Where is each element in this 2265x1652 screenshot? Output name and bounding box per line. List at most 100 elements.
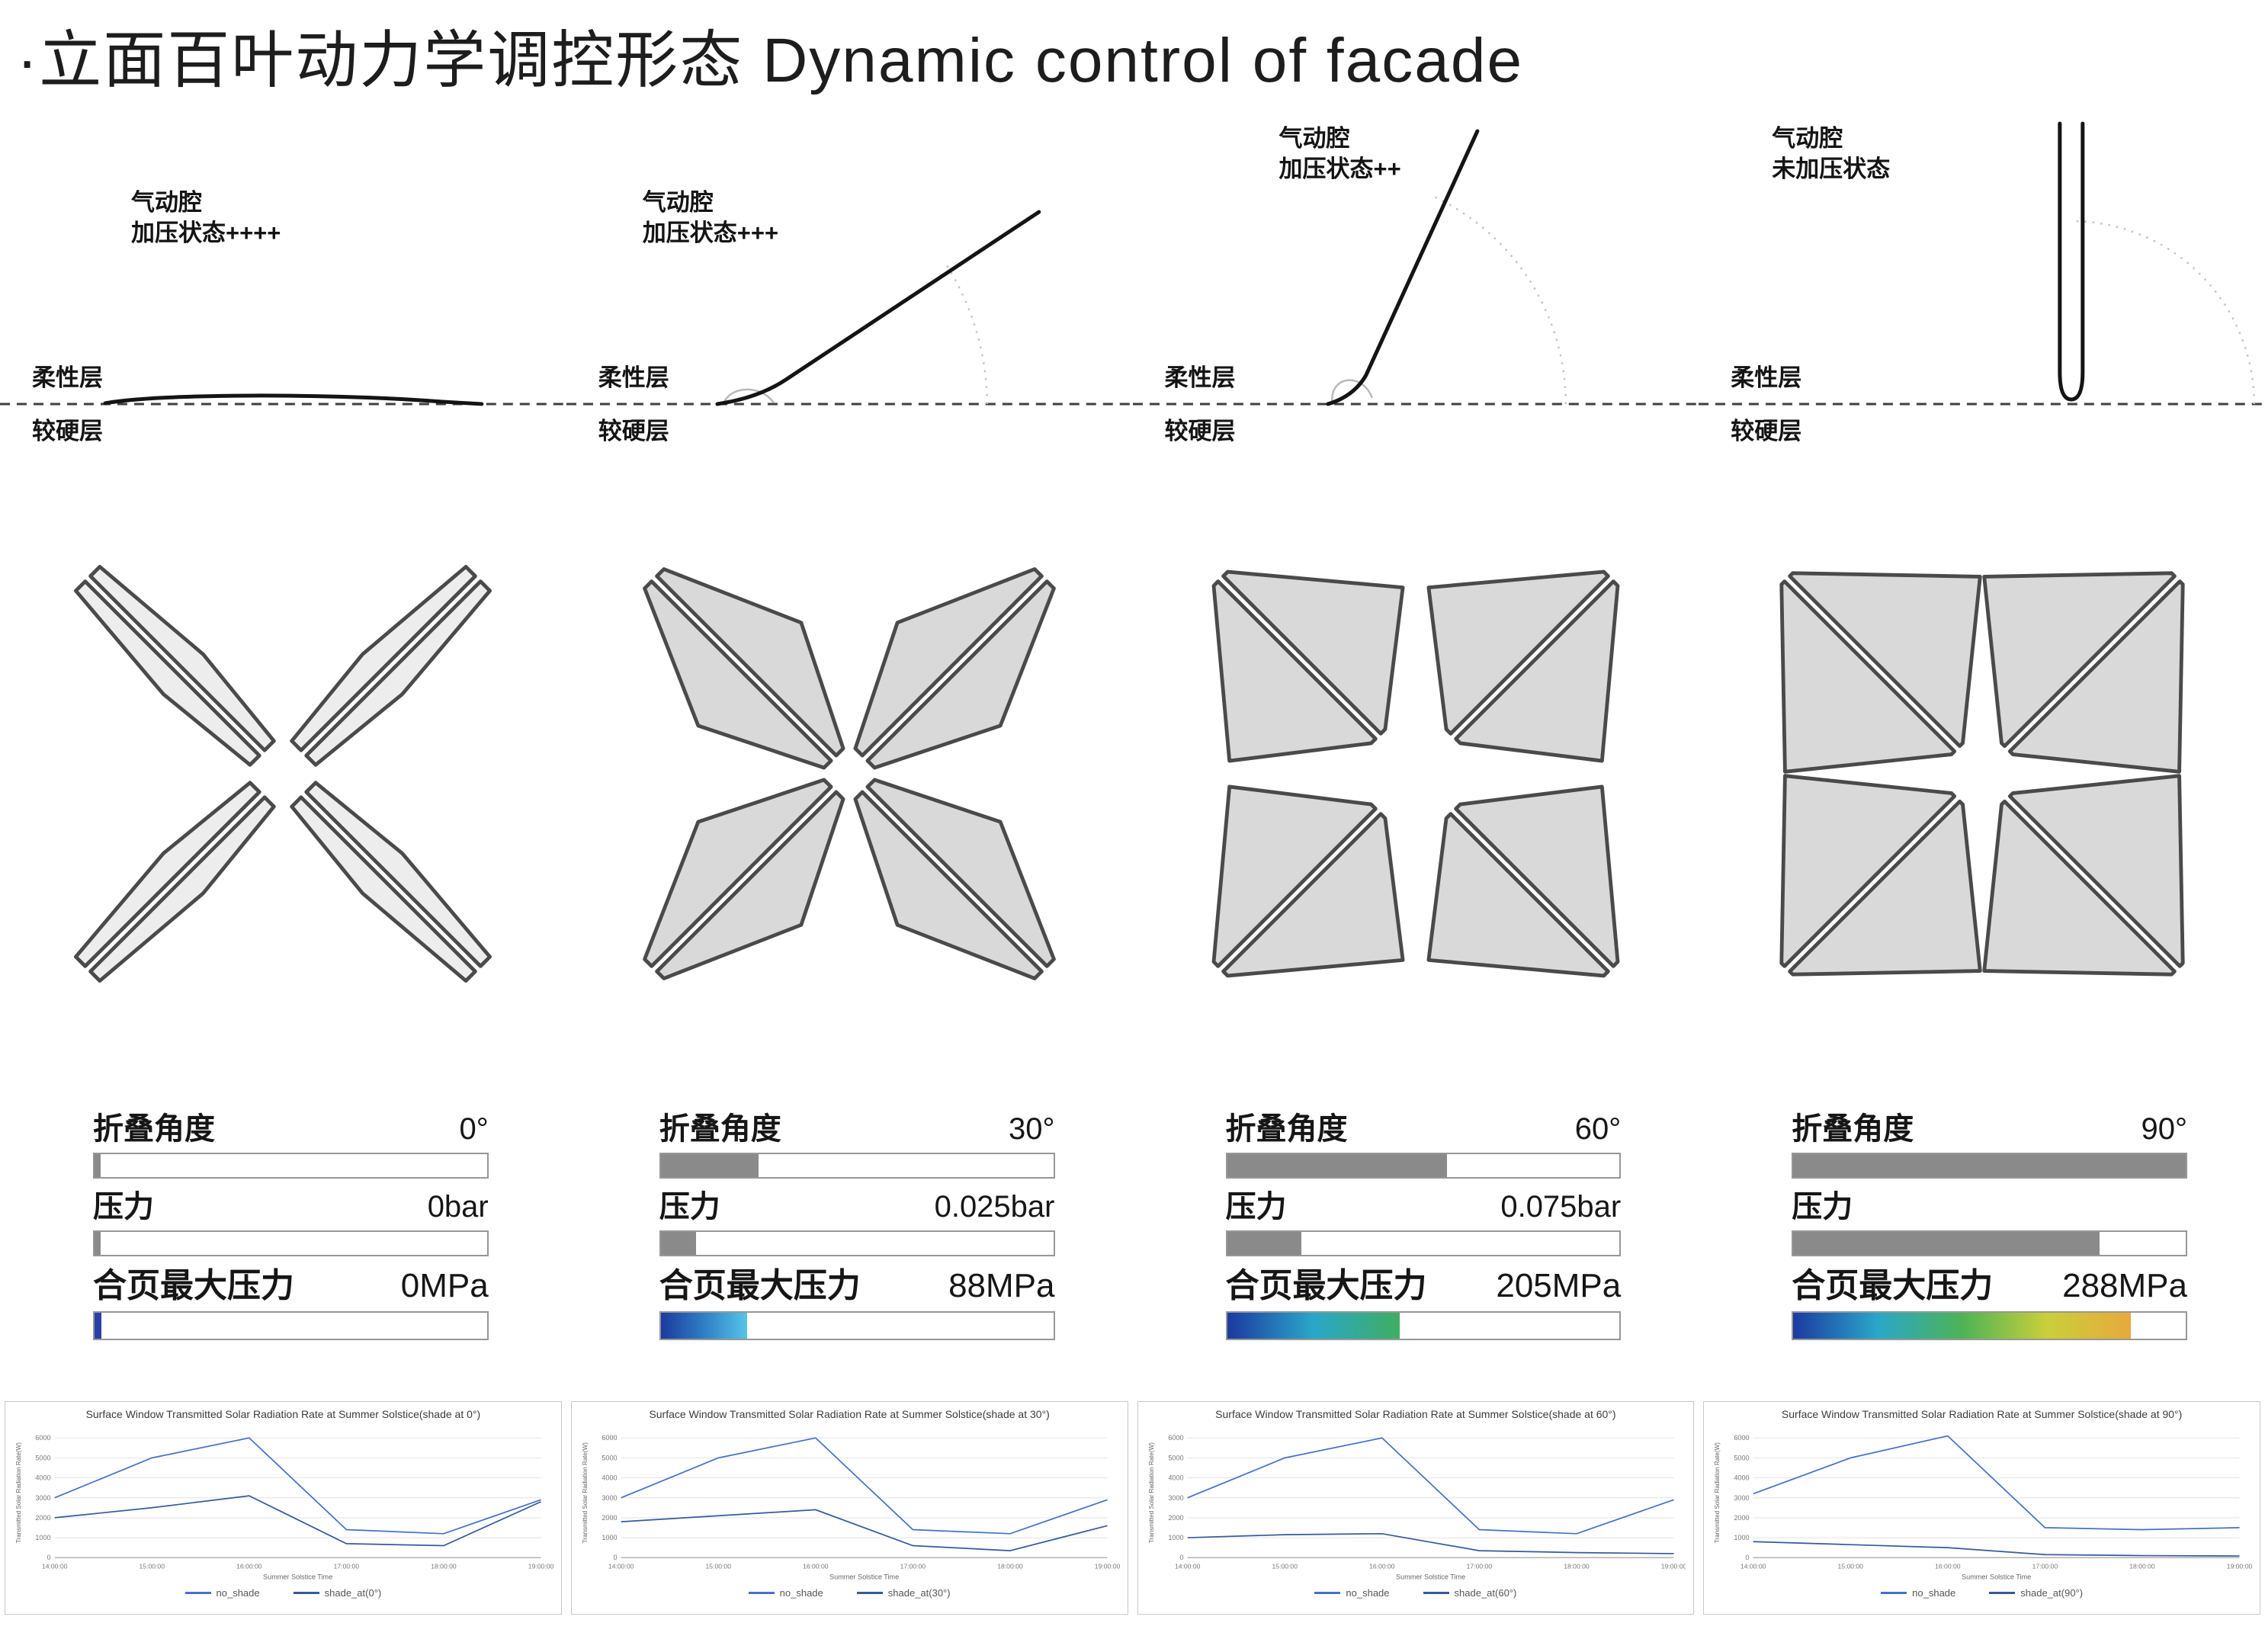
pressure-row: 压力 0.025bar	[659, 1189, 1055, 1224]
svg-text:18:00:00: 18:00:00	[431, 1562, 457, 1570]
svg-text:Summer Solstice Time: Summer Solstice Time	[263, 1573, 332, 1581]
pressure-value: 0.075bar	[1500, 1190, 1622, 1224]
svg-text:3000: 3000	[1168, 1494, 1183, 1502]
svg-text:1000: 1000	[602, 1534, 617, 1541]
svg-text:Summer Solstice Time: Summer Solstice Time	[829, 1573, 899, 1581]
column-90deg: 气动腔 未加压状态 柔性层 较硬层 折叠角度 90° 压力 合页最大压力 288…	[1699, 91, 2265, 1615]
louver-line-90	[2058, 121, 2085, 402]
legend-label: shade_at(0°)	[324, 1586, 382, 1599]
legend-item: no_shade	[1881, 1587, 1955, 1599]
svg-text:Transmitted Solar Radiation Ra: Transmitted Solar Radiation Rate(W)	[1148, 1442, 1155, 1543]
chart-legend: no_shade shade_at(0°)	[13, 1587, 553, 1599]
chamber-label-line1: 气动腔	[642, 189, 714, 216]
svg-text:4000: 4000	[1168, 1474, 1183, 1482]
chamber-label-line2: 未加压状态	[1772, 156, 1891, 183]
hinge-pressure-row: 合页最大压力 88MPa	[659, 1267, 1055, 1305]
chart-title: Surface Window Transmitted Solar Radiati…	[85, 1408, 481, 1420]
svg-text:6000: 6000	[1168, 1434, 1183, 1442]
svg-text:18:00:00: 18:00:00	[997, 1562, 1023, 1570]
svg-text:5000: 5000	[602, 1454, 617, 1461]
svg-text:0: 0	[47, 1554, 51, 1561]
angle-arc	[944, 262, 988, 404]
svg-text:2000: 2000	[1168, 1514, 1183, 1522]
svg-text:Transmitted Solar Radiation Ra: Transmitted Solar Radiation Rate(W)	[15, 1442, 22, 1543]
svg-text:15:00:00: 15:00:00	[140, 1562, 165, 1570]
pressure-row: 压力	[1792, 1189, 2187, 1224]
fold-angle-row: 折叠角度 0°	[93, 1111, 489, 1147]
fold-angle-value: 60°	[1574, 1112, 1622, 1146]
column-0deg: 气动腔 加压状态++++ 柔性层 较硬层 折叠角度 0° 压力 0bar 合页最…	[0, 91, 566, 1615]
chamber-label-line1: 气动腔	[1278, 125, 1350, 152]
svg-text:5000: 5000	[1168, 1454, 1183, 1461]
hinge-pressure-value: 0MPa	[400, 1267, 489, 1304]
fold-angle-bar	[1792, 1153, 2187, 1179]
radiation-chart-90: Surface Window Transmitted Solar Radiati…	[1703, 1401, 2260, 1615]
chart-legend: no_shade shade_at(90°)	[1712, 1587, 2252, 1599]
svg-text:3000: 3000	[1734, 1494, 1750, 1502]
legend-line-swatch	[856, 1591, 883, 1594]
svg-text:14:00:00: 14:00:00	[42, 1562, 68, 1570]
chamber-section-30: 气动腔 加压状态+++ 柔性层 较硬层	[566, 91, 1133, 450]
legend-line-swatch	[1881, 1591, 1907, 1594]
svg-text:15:00:00: 15:00:00	[1838, 1562, 1864, 1570]
hinge-pressure-row: 合页最大压力 288MPa	[1792, 1267, 2187, 1305]
pressure-bar-fill	[660, 1232, 697, 1255]
chamber-state-label: 气动腔 加压状态++	[1279, 123, 1401, 185]
louver-line-flat	[103, 393, 484, 406]
pressure-bar-fill	[1227, 1232, 1302, 1255]
hinge-pressure-row: 合页最大压力 0MPa	[93, 1267, 489, 1305]
fold-angle-bar-fill	[660, 1154, 759, 1177]
svg-text:1000: 1000	[1734, 1534, 1750, 1541]
fold-angle-label: 折叠角度	[1225, 1112, 1348, 1146]
svg-text:Transmitted Solar Radiation Ra: Transmitted Solar Radiation Rate(W)	[1714, 1442, 1721, 1543]
svg-text:18:00:00: 18:00:00	[2129, 1562, 2155, 1570]
page-title: ·立面百叶动力学调控形态 Dynamic control of facade	[17, 26, 1524, 95]
parameter-panel-0: 折叠角度 0° 压力 0bar 合页最大压力 0MPa	[93, 1111, 489, 1340]
svg-text:Summer Solstice Time: Summer Solstice Time	[1396, 1573, 1465, 1581]
svg-text:Summer Solstice Time: Summer Solstice Time	[1962, 1573, 2031, 1581]
flexible-layer-label: 柔性层	[1731, 364, 1802, 391]
chamber-label-line1: 气动腔	[131, 189, 202, 216]
svg-text:18:00:00: 18:00:00	[1564, 1562, 1590, 1570]
fold-angle-bar	[93, 1153, 489, 1179]
chart-legend: no_shade shade_at(30°)	[579, 1587, 1120, 1599]
fold-angle-bar-fill	[1227, 1154, 1447, 1177]
hinge-pressure-label: 合页最大压力	[1792, 1267, 1994, 1304]
louver-fold-diagram-30deg	[643, 567, 1056, 980]
legend-label: no_shade	[1346, 1586, 1390, 1599]
legend-label: no_shade	[779, 1586, 823, 1599]
louver-fold-diagram-0deg	[74, 565, 492, 983]
svg-text:0: 0	[613, 1554, 617, 1561]
hinge-pressure-row: 合页最大压力 205MPa	[1226, 1267, 1622, 1305]
svg-text:4000: 4000	[602, 1474, 617, 1482]
chamber-section-0: 气动腔 加压状态++++ 柔性层 较硬层	[0, 91, 566, 450]
legend-item: shade_at(0°)	[293, 1586, 382, 1599]
chart-title: Surface Window Transmitted Solar Radiati…	[649, 1408, 1050, 1420]
legend-label: no_shade	[1912, 1586, 1956, 1599]
fold-angle-row: 折叠角度 30°	[659, 1111, 1055, 1147]
chamber-state-label: 气动腔 未加压状态	[1772, 123, 1890, 185]
legend-line-swatch	[748, 1591, 775, 1594]
chamber-diagram-0	[0, 393, 566, 406]
svg-text:19:00:00: 19:00:00	[1660, 1562, 1686, 1570]
chamber-label-line2: 加压状态++++	[131, 220, 281, 247]
svg-text:14:00:00: 14:00:00	[1174, 1562, 1200, 1570]
pressure-row: 压力 0bar	[93, 1189, 489, 1224]
parameter-panel-90: 折叠角度 90° 压力 合页最大压力 288MPa	[1792, 1111, 2187, 1340]
rigid-layer-label: 较硬层	[1731, 418, 1802, 444]
svg-text:17:00:00: 17:00:00	[900, 1562, 926, 1570]
legend-label: no_shade	[216, 1586, 260, 1599]
flexible-layer-label: 柔性层	[598, 364, 669, 391]
pressure-label: 压力	[1792, 1190, 1853, 1224]
svg-text:Transmitted Solar Radiation Ra: Transmitted Solar Radiation Rate(W)	[582, 1442, 589, 1543]
pressure-value: 0bar	[427, 1190, 489, 1224]
fold-angle-value: 90°	[2141, 1112, 2188, 1146]
svg-text:2000: 2000	[35, 1514, 50, 1522]
chamber-diagram-90	[1699, 121, 2265, 406]
legend-line-swatch	[1314, 1591, 1341, 1594]
hinge-pressure-bar	[1225, 1311, 1622, 1340]
hinge-pressure-label: 合页最大压力	[659, 1267, 861, 1304]
